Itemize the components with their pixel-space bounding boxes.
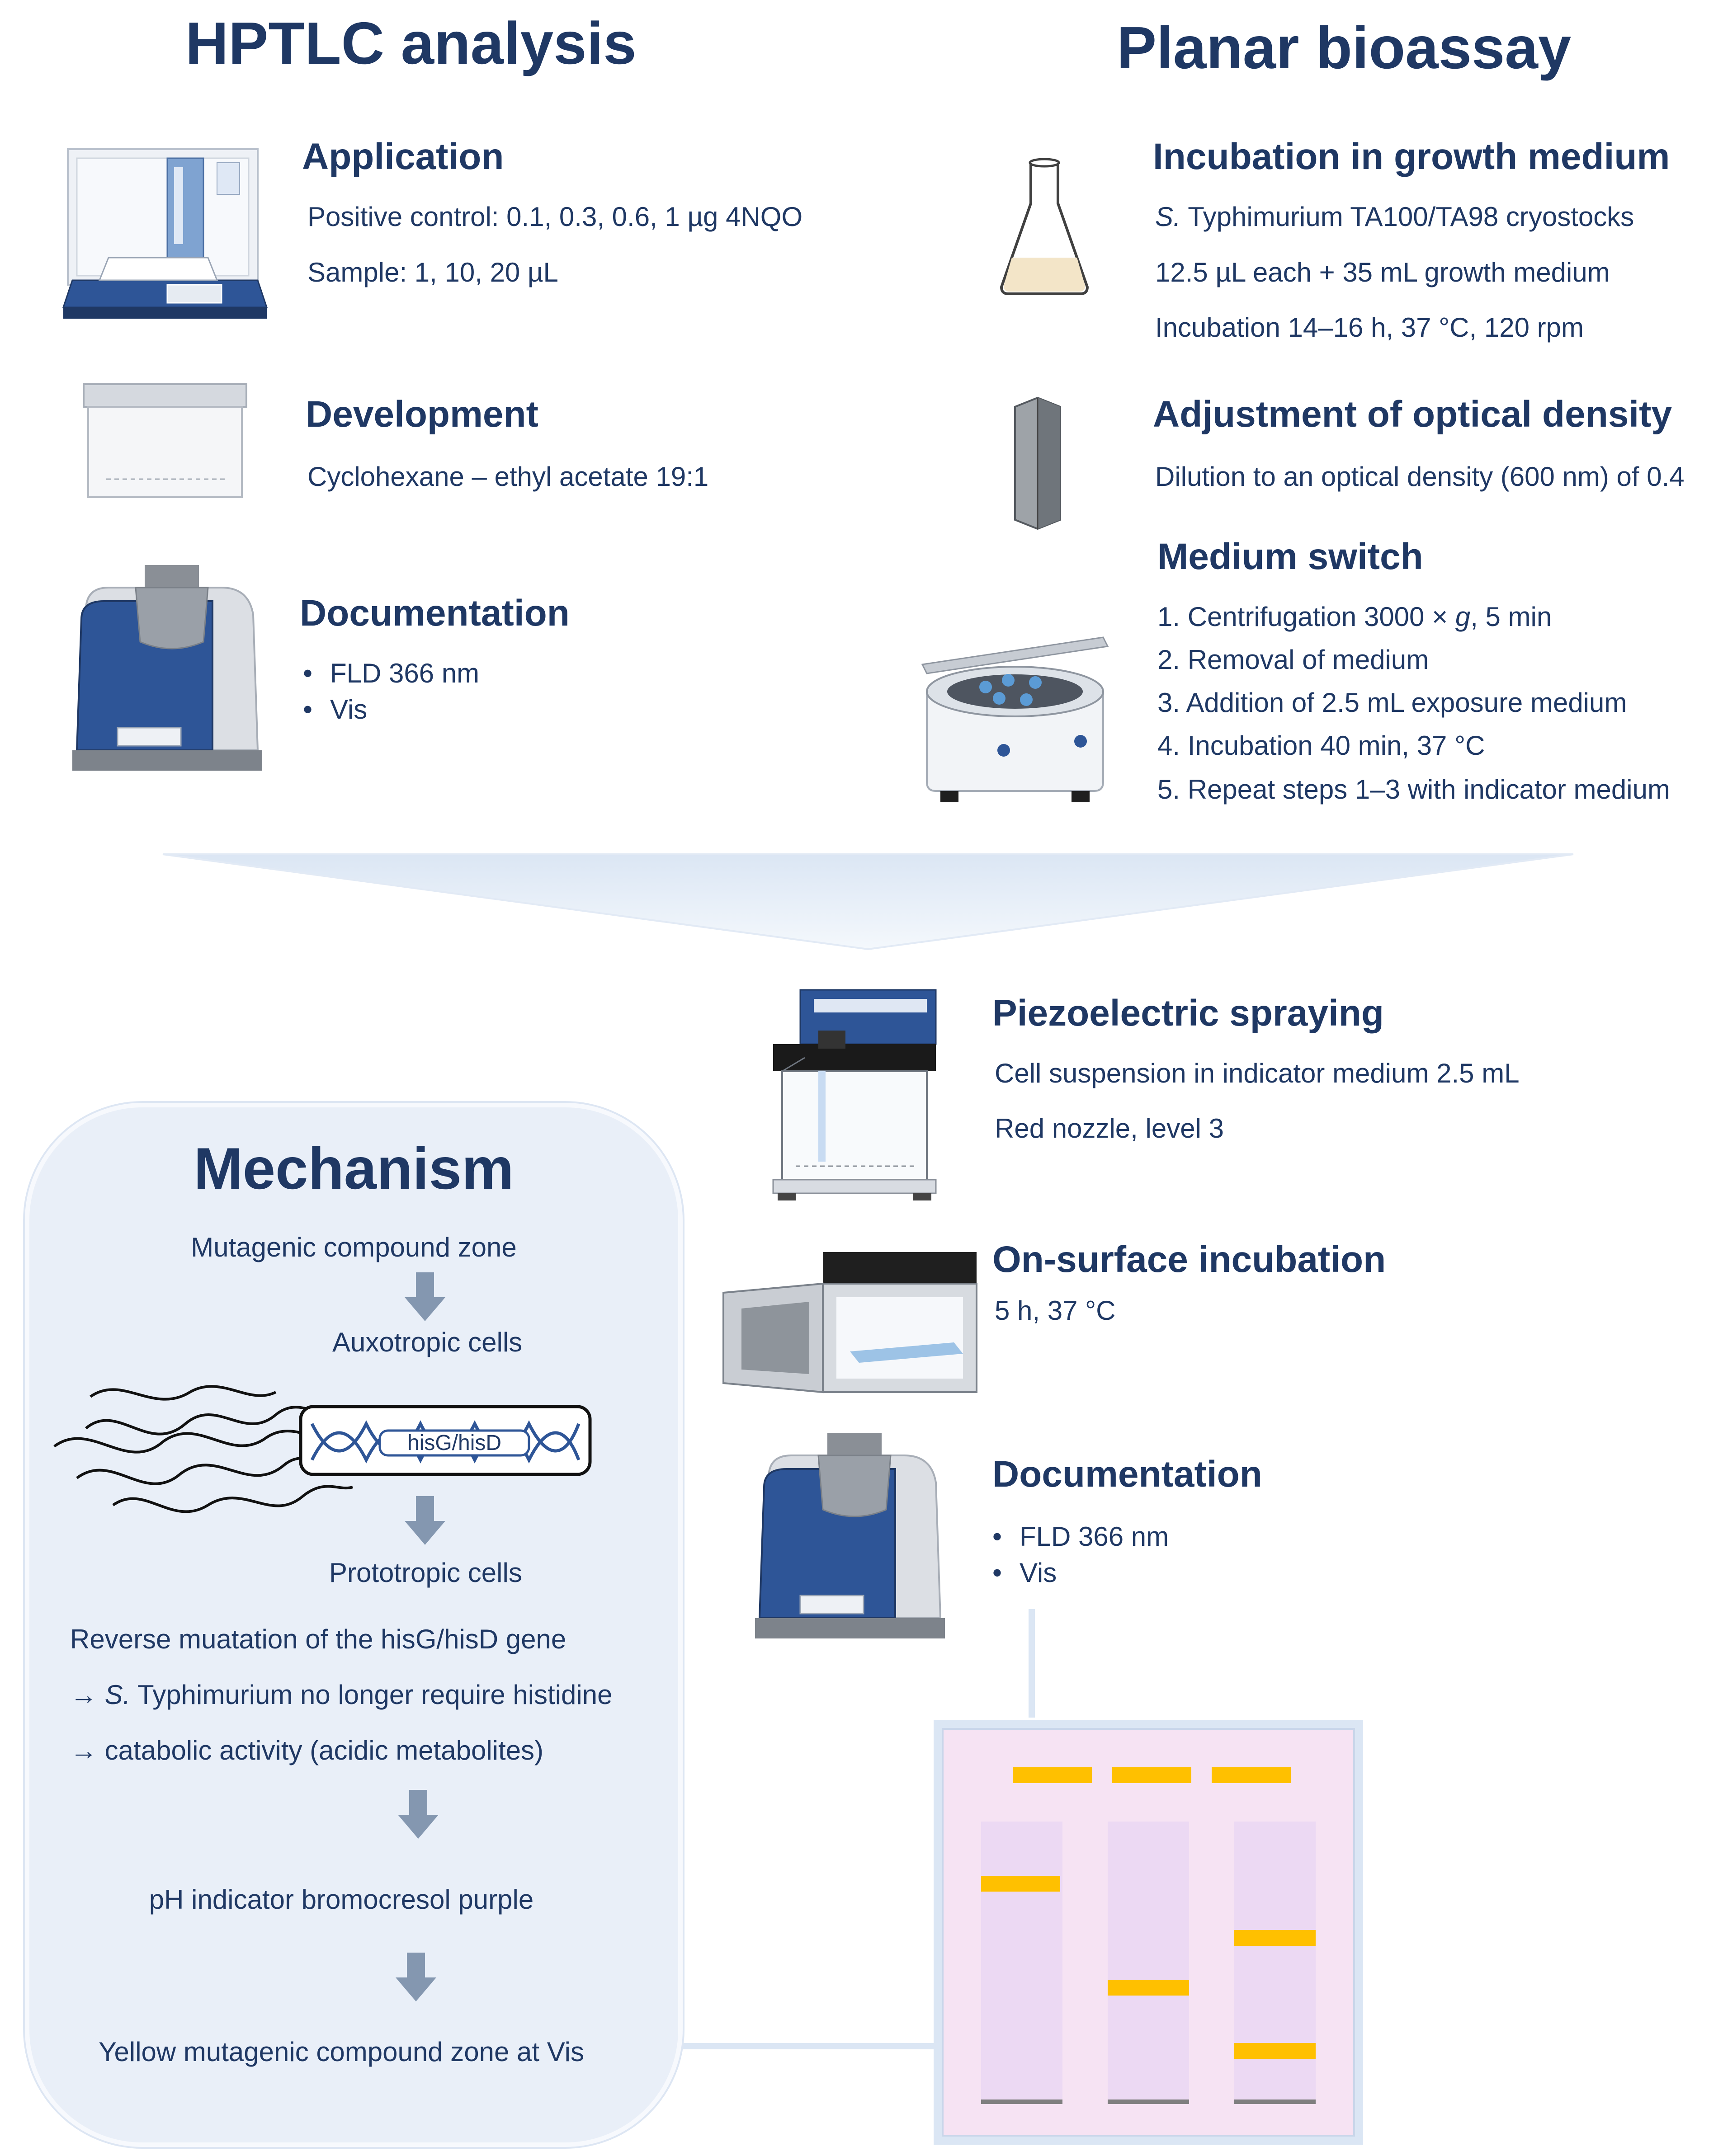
- sprayer-instrument-icon: [772, 989, 937, 1200]
- hptlc-documentation-bullet-1: FLD 366 nm: [303, 658, 479, 689]
- hptlc-plate: [934, 1720, 1363, 2145]
- application-line-1: Positive control: 0.1, 0.3, 0.6, 1 µg 4N…: [307, 202, 803, 232]
- piezo-title: Piezoelectric spraying: [992, 993, 1384, 1034]
- application-title: Application: [302, 136, 504, 177]
- mechanism-title: Mechanism: [194, 1135, 514, 1201]
- mechanism-arrow-1-rest: Typhimurium no longer require histidine: [130, 1680, 613, 1710]
- incubation-line-2: 12.5 µL each + 35 mL growth medium: [1155, 257, 1610, 287]
- documentation-instrument-icon: [72, 565, 262, 771]
- mechanism-auxotropic: Auxotropic cells: [332, 1327, 523, 1357]
- mechanism-arrow-1: → S. Typhimurium no longer require histi…: [70, 1679, 613, 1710]
- medium-switch-step-1-b: , 5 min: [1470, 602, 1552, 632]
- incubation-line-1: S. Typhimurium TA100/TA98 cryostocks: [1155, 201, 1634, 232]
- application-line-2: Sample: 1, 10, 20 µL: [307, 257, 558, 287]
- plate-lane-1: [981, 1822, 1062, 2102]
- incubation-species-genus: S.: [1155, 202, 1181, 232]
- incubation-species-rest: Typhimurium TA100/TA98 cryostocks: [1180, 202, 1634, 232]
- mechanism-zone: Mutagenic compound zone: [191, 1232, 517, 1262]
- mechanism-arrow-1-genus: S.: [104, 1680, 131, 1710]
- piezo-line-1: Cell suspension in indicator medium 2.5 …: [995, 1058, 1520, 1088]
- medium-switch-step-1-g: g: [1455, 602, 1471, 632]
- piezo-line-2: Red nozzle, level 3: [995, 1113, 1224, 1144]
- lane-3-yellow-zone-lower: [1234, 2043, 1316, 2059]
- hptlc-column-title: HPTLC analysis: [185, 10, 637, 76]
- incubation-title: Incubation in growth medium: [1153, 136, 1670, 177]
- cuvette-icon: [1014, 396, 1061, 530]
- bioassay-column-title: Planar bioassay: [1117, 14, 1572, 81]
- lower-documentation-bullet-1: FLD 366 nm: [992, 1521, 1169, 1552]
- medium-switch-step-2: 2. Removal of medium: [1157, 645, 1429, 675]
- lane-1-yellow-zone: [981, 1876, 1060, 1892]
- front-zone-2: [1112, 1767, 1191, 1783]
- application-line-lane-2: [1108, 2100, 1189, 2104]
- medium-switch-step-3: 3. Addition of 2.5 mL exposure medium: [1157, 687, 1627, 718]
- onsurface-title: On-surface incubation: [992, 1239, 1386, 1280]
- plate-lane-3: [1234, 1822, 1316, 2102]
- medium-switch-step-1-a: 1. Centrifugation 3000 ×: [1157, 602, 1455, 632]
- documentation-instrument-icon-2: [755, 1433, 945, 1638]
- adjustment-line-1: Dilution to an optical density (600 nm) …: [1155, 461, 1685, 492]
- lower-documentation-title: Documentation: [992, 1454, 1262, 1495]
- plate-lane-2: [1108, 1822, 1189, 2102]
- erlenmeyer-flask-icon: [1000, 158, 1089, 295]
- application-line-lane-1: [981, 2100, 1062, 2104]
- medium-switch-step-4: 4. Incubation 40 min, 37 °C: [1157, 730, 1485, 761]
- development-line-1: Cyclohexane – ethyl acetate 19:1: [307, 461, 709, 492]
- mechanism-prototropic: Prototropic cells: [329, 1558, 522, 1588]
- centrifuge-icon: [921, 636, 1109, 802]
- incubator-icon: [722, 1252, 977, 1393]
- mechanism-arrow-1-pre: →: [70, 1680, 105, 1710]
- down-arrow-3-icon: [398, 1790, 439, 1839]
- applicator-instrument-icon: [62, 148, 268, 319]
- medium-switch-step-1: 1. Centrifugation 3000 × g, 5 min: [1157, 601, 1552, 632]
- lower-documentation-bullet-2: Vis: [992, 1557, 1057, 1588]
- front-zone-1: [1013, 1767, 1092, 1783]
- mechanism-yellow: Yellow mutagenic compound zone at Vis: [98, 2037, 585, 2067]
- medium-switch-title: Medium switch: [1157, 536, 1423, 577]
- down-arrow-4-icon: [396, 1953, 436, 2001]
- application-line-lane-3: [1234, 2100, 1316, 2104]
- onsurface-line-1: 5 h, 37 °C: [995, 1295, 1116, 1326]
- adjustment-title: Adjustment of optical density: [1153, 394, 1672, 435]
- connector-vertical: [1029, 1609, 1035, 1718]
- mechanism-reverse: Reverse muatation of the hisG/hisD gene: [70, 1624, 566, 1654]
- hptlc-documentation-bullet-2: Vis: [303, 694, 367, 725]
- lane-2-yellow-zone: [1108, 1980, 1189, 1996]
- mechanism-ph: pH indicator bromocresol purple: [149, 1884, 534, 1915]
- developing-chamber-icon: [83, 383, 247, 498]
- gene-label: hisG/hisD: [407, 1431, 502, 1455]
- lane-3-yellow-zone-upper: [1234, 1930, 1316, 1946]
- incubation-line-3: Incubation 14–16 h, 37 °C, 120 rpm: [1155, 312, 1584, 343]
- medium-switch-step-5: 5. Repeat steps 1–3 with indicator mediu…: [1157, 774, 1670, 805]
- connector-horizontal: [674, 2043, 940, 2049]
- mechanism-arrow-2: → catabolic activity (acidic metabolites…: [70, 1735, 544, 1765]
- mechanism-panel: [25, 1103, 683, 2147]
- down-arrow-2-icon: [405, 1496, 445, 1545]
- bacterium-dna-illustration: [53, 1385, 592, 1513]
- development-title: Development: [306, 394, 538, 435]
- merge-arrow-shape: [162, 853, 1574, 951]
- hptlc-documentation-title: Documentation: [300, 593, 570, 634]
- front-zone-3: [1212, 1767, 1291, 1783]
- down-arrow-1-icon: [405, 1272, 445, 1321]
